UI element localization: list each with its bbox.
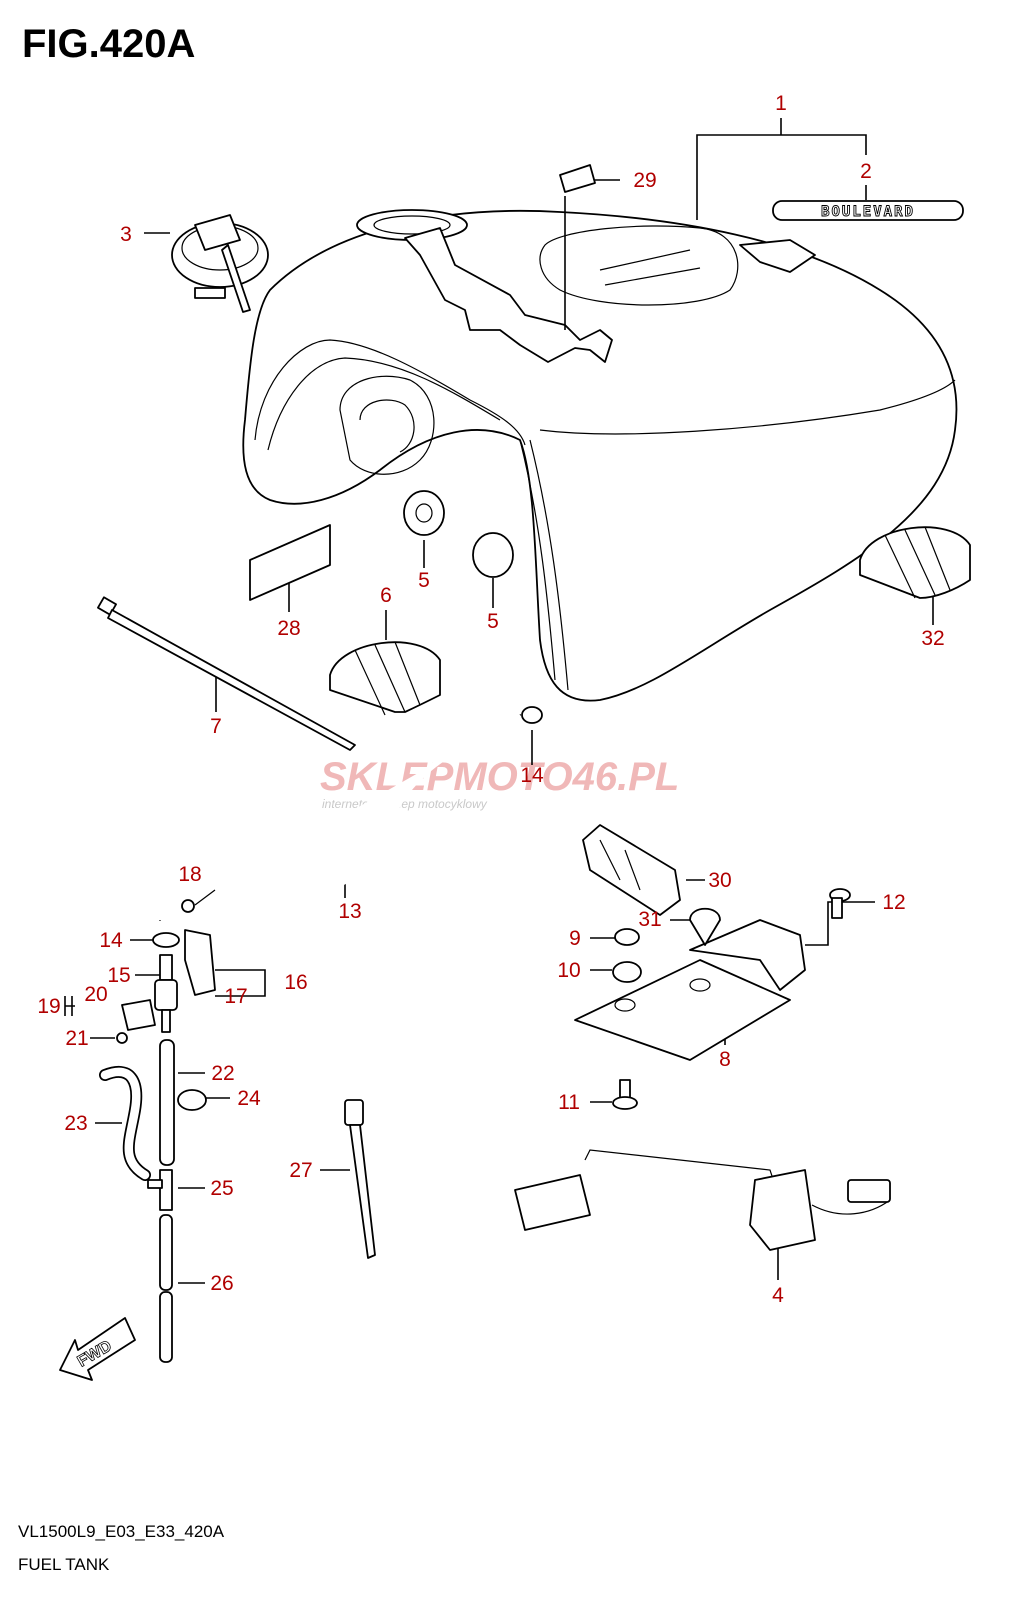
- grommet-5a: [403, 490, 445, 536]
- watermark-brand: SKLEPMOTO46.PL: [320, 755, 679, 799]
- fuel-tank: [242, 209, 958, 702]
- cushion-32: [859, 526, 971, 599]
- emblem-text: BOULEVARD: [821, 204, 915, 220]
- boulevard-emblem: BOULEVARD: [772, 200, 964, 221]
- washer-9: [614, 928, 640, 946]
- cushion-10: [612, 961, 642, 983]
- grommet-24: [177, 1089, 207, 1111]
- callout-5b: 5: [487, 610, 499, 633]
- callout-20: 20: [84, 983, 107, 1006]
- callout-3: 3: [120, 223, 132, 246]
- callout-25: 25: [210, 1177, 233, 1200]
- fuel-cap: [171, 214, 269, 313]
- stopper-31: [689, 907, 721, 946]
- callout-6: 6: [380, 584, 392, 607]
- bolt-12: [829, 888, 851, 919]
- callout-24: 24: [237, 1087, 261, 1110]
- callout-23: 23: [64, 1112, 87, 1135]
- valve-assembly: [116, 889, 216, 1044]
- callout-30: 30: [708, 869, 731, 892]
- callout-22: 22: [211, 1062, 234, 1085]
- cable-tie-27: [344, 1099, 376, 1259]
- grommet-5b: [472, 532, 514, 578]
- figure-title: FIG.420A: [22, 22, 196, 66]
- callout-21: 21: [65, 1027, 88, 1050]
- callout-27: 27: [289, 1159, 312, 1182]
- callout-31: 31: [638, 908, 661, 931]
- callout-14a: 14: [520, 764, 544, 787]
- callout-15: 15: [107, 964, 130, 987]
- fuel-gauge-4: [514, 1149, 891, 1251]
- callout-9: 9: [569, 927, 581, 950]
- callout-5a: 5: [418, 569, 430, 592]
- callout-11: 11: [558, 1091, 580, 1114]
- callout-8: 8: [719, 1048, 731, 1071]
- hose-22: [159, 1039, 175, 1166]
- callout-1: 1: [775, 92, 787, 115]
- callout-26: 26: [210, 1272, 233, 1295]
- callout-32: 32: [921, 627, 944, 650]
- bolt-11: [612, 1079, 638, 1110]
- callout-7: 7: [210, 715, 222, 738]
- joint-25: [147, 1169, 173, 1211]
- diagram-name: FUEL TANK: [18, 1555, 110, 1574]
- callout-13: 13: [338, 900, 361, 923]
- callout-19: 19: [37, 995, 60, 1018]
- label-29: [559, 164, 596, 193]
- callout-2: 2: [860, 160, 872, 183]
- bracket-8: [574, 919, 806, 1061]
- leader-lines: [64, 118, 934, 1284]
- diagram-code: VL1500L9_E03_E33_420A: [18, 1522, 225, 1541]
- callout-18: 18: [178, 863, 201, 886]
- callout-17: 17: [224, 985, 247, 1008]
- callout-16: 16: [284, 971, 307, 994]
- watermark: SKLEPMOTO46.PL internetowy sklep motocyk…: [320, 755, 679, 811]
- callout-10: 10: [557, 959, 580, 982]
- cover-30: [582, 824, 681, 916]
- fwd-arrow: FWD: [59, 1317, 136, 1381]
- hose-13: [157, 712, 522, 921]
- callout-14b: 14: [99, 929, 123, 952]
- cable-tie-7: [97, 596, 356, 751]
- callout-labels: 1 2 3 4 5 5 6 7 8 9 10 11 12 13 14 14 15…: [37, 92, 944, 1307]
- clamp-14-top: [521, 706, 543, 724]
- callout-12: 12: [882, 891, 905, 914]
- callout-28: 28: [277, 617, 300, 640]
- cushion-6: [329, 641, 441, 716]
- hose-26: [159, 1214, 173, 1363]
- callout-29: 29: [633, 169, 656, 192]
- callout-4: 4: [772, 1284, 784, 1307]
- label-28: [249, 524, 331, 601]
